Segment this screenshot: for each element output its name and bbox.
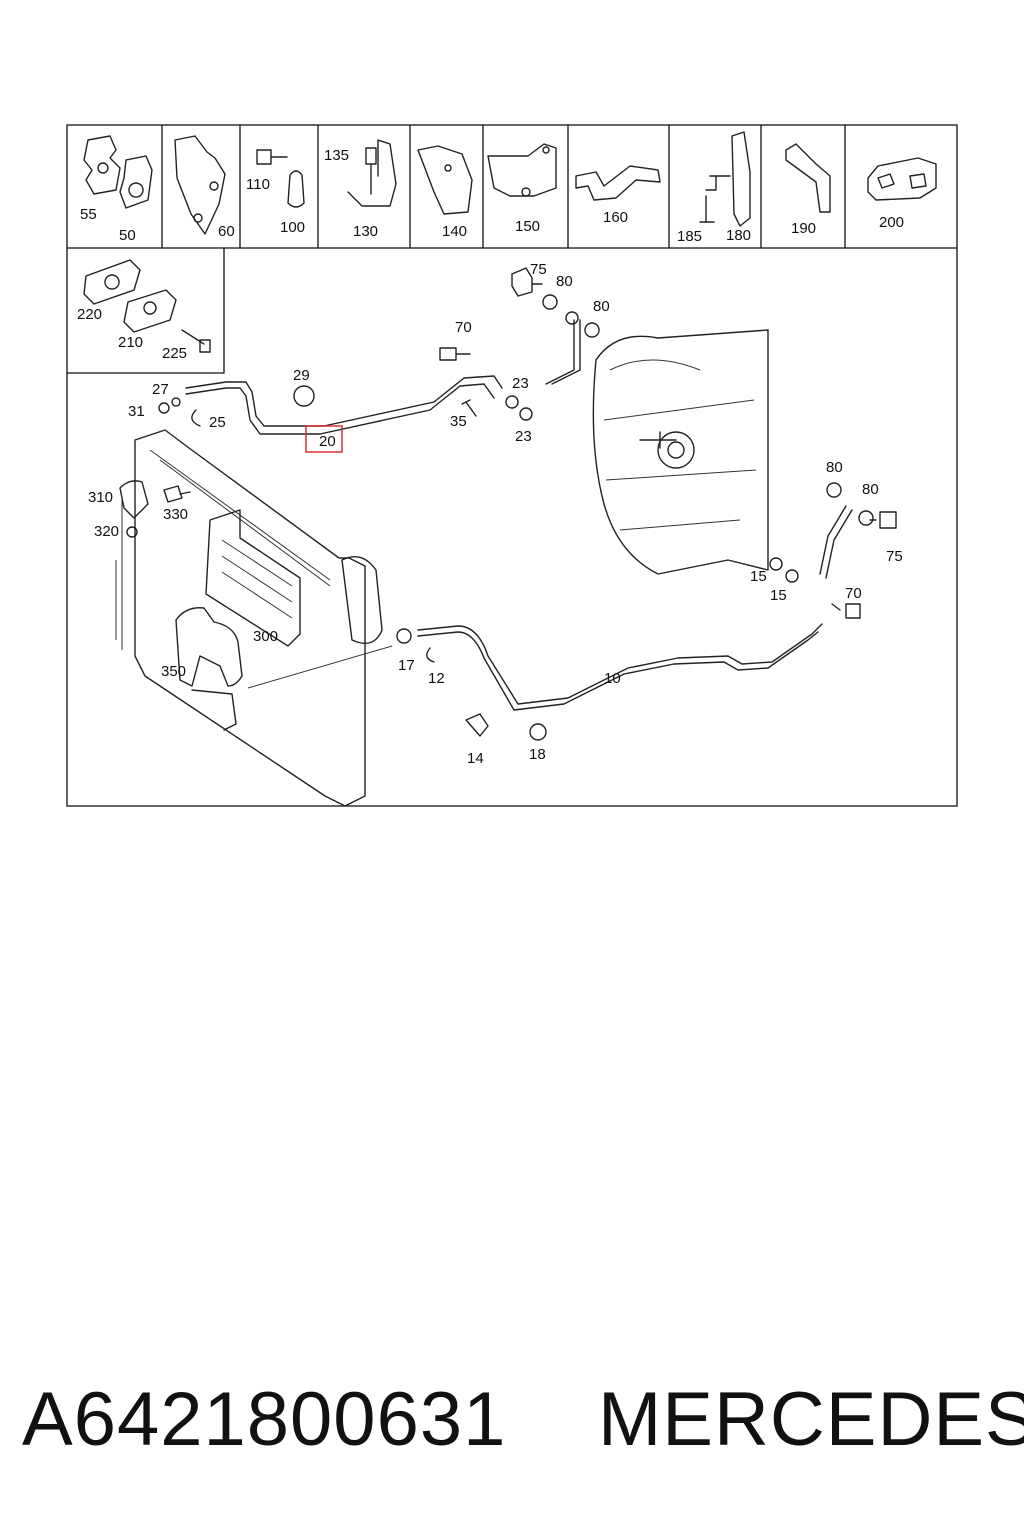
callout-80: 80	[826, 459, 843, 476]
callout-320: 320	[94, 523, 119, 540]
label-50: 50	[119, 227, 136, 244]
transmission-housing	[592, 329, 769, 575]
part-number: A6421800631	[22, 1377, 507, 1462]
callout-17: 17	[398, 657, 415, 674]
label-220: 220	[77, 306, 102, 323]
callout-20: 20	[319, 433, 336, 450]
callout-27: 27	[152, 381, 169, 398]
callout-14: 14	[467, 750, 484, 767]
label-100: 100	[280, 219, 305, 236]
callouts: 75 80 80 70 29 27 31 25 23 23 35 310 330…	[88, 261, 903, 767]
callout-10: 10	[604, 670, 621, 687]
callout-300: 300	[253, 628, 278, 645]
callout-18: 18	[529, 746, 546, 763]
diagram-frame	[66, 124, 958, 807]
second-box-parts	[83, 259, 211, 353]
callout-70: 70	[845, 585, 862, 602]
fittings	[158, 267, 897, 741]
callout-80: 80	[593, 298, 610, 315]
label-185: 185	[677, 228, 702, 245]
callout-70: 70	[455, 319, 472, 336]
label-210: 210	[118, 334, 143, 351]
label-190: 190	[791, 220, 816, 237]
callout-23: 23	[512, 375, 529, 392]
callout-80: 80	[862, 481, 879, 498]
highlight-box	[305, 425, 343, 453]
label-140: 140	[442, 223, 467, 240]
label-150: 150	[515, 218, 540, 235]
callout-75: 75	[530, 261, 547, 278]
label-55: 55	[80, 206, 97, 223]
label-135: 135	[324, 147, 349, 164]
parts-diagram: 55 50 60 110 100 135 130 140 150 160 185…	[66, 124, 958, 807]
callout-15: 15	[770, 587, 787, 604]
callout-350: 350	[161, 663, 186, 680]
hose-lines	[185, 319, 853, 711]
label-110: 110	[246, 176, 270, 193]
callout-25: 25	[209, 414, 226, 431]
callout-80: 80	[556, 273, 573, 290]
label-200: 200	[879, 214, 904, 231]
label-60: 60	[218, 223, 235, 240]
label-225: 225	[162, 345, 187, 362]
radiator-assembly	[115, 429, 393, 807]
catalog-labels: 55 50 60 110 100 135 130 140 150 160 185…	[77, 147, 904, 362]
callout-310: 310	[88, 489, 113, 506]
label-160: 160	[603, 209, 628, 226]
callout-15: 15	[750, 568, 767, 585]
callout-35: 35	[450, 413, 467, 430]
callout-330: 330	[163, 506, 188, 523]
callout-75: 75	[886, 548, 903, 565]
brand-name: MERCEDES	[598, 1377, 1024, 1462]
callout-23: 23	[515, 428, 532, 445]
footer: A6421800631 MERCEDES	[0, 1370, 1024, 1480]
label-130: 130	[353, 223, 378, 240]
callout-12: 12	[428, 670, 445, 687]
callout-31: 31	[128, 403, 145, 420]
callout-29: 29	[293, 367, 310, 384]
label-180: 180	[726, 227, 751, 244]
top-row-parts	[83, 131, 937, 235]
